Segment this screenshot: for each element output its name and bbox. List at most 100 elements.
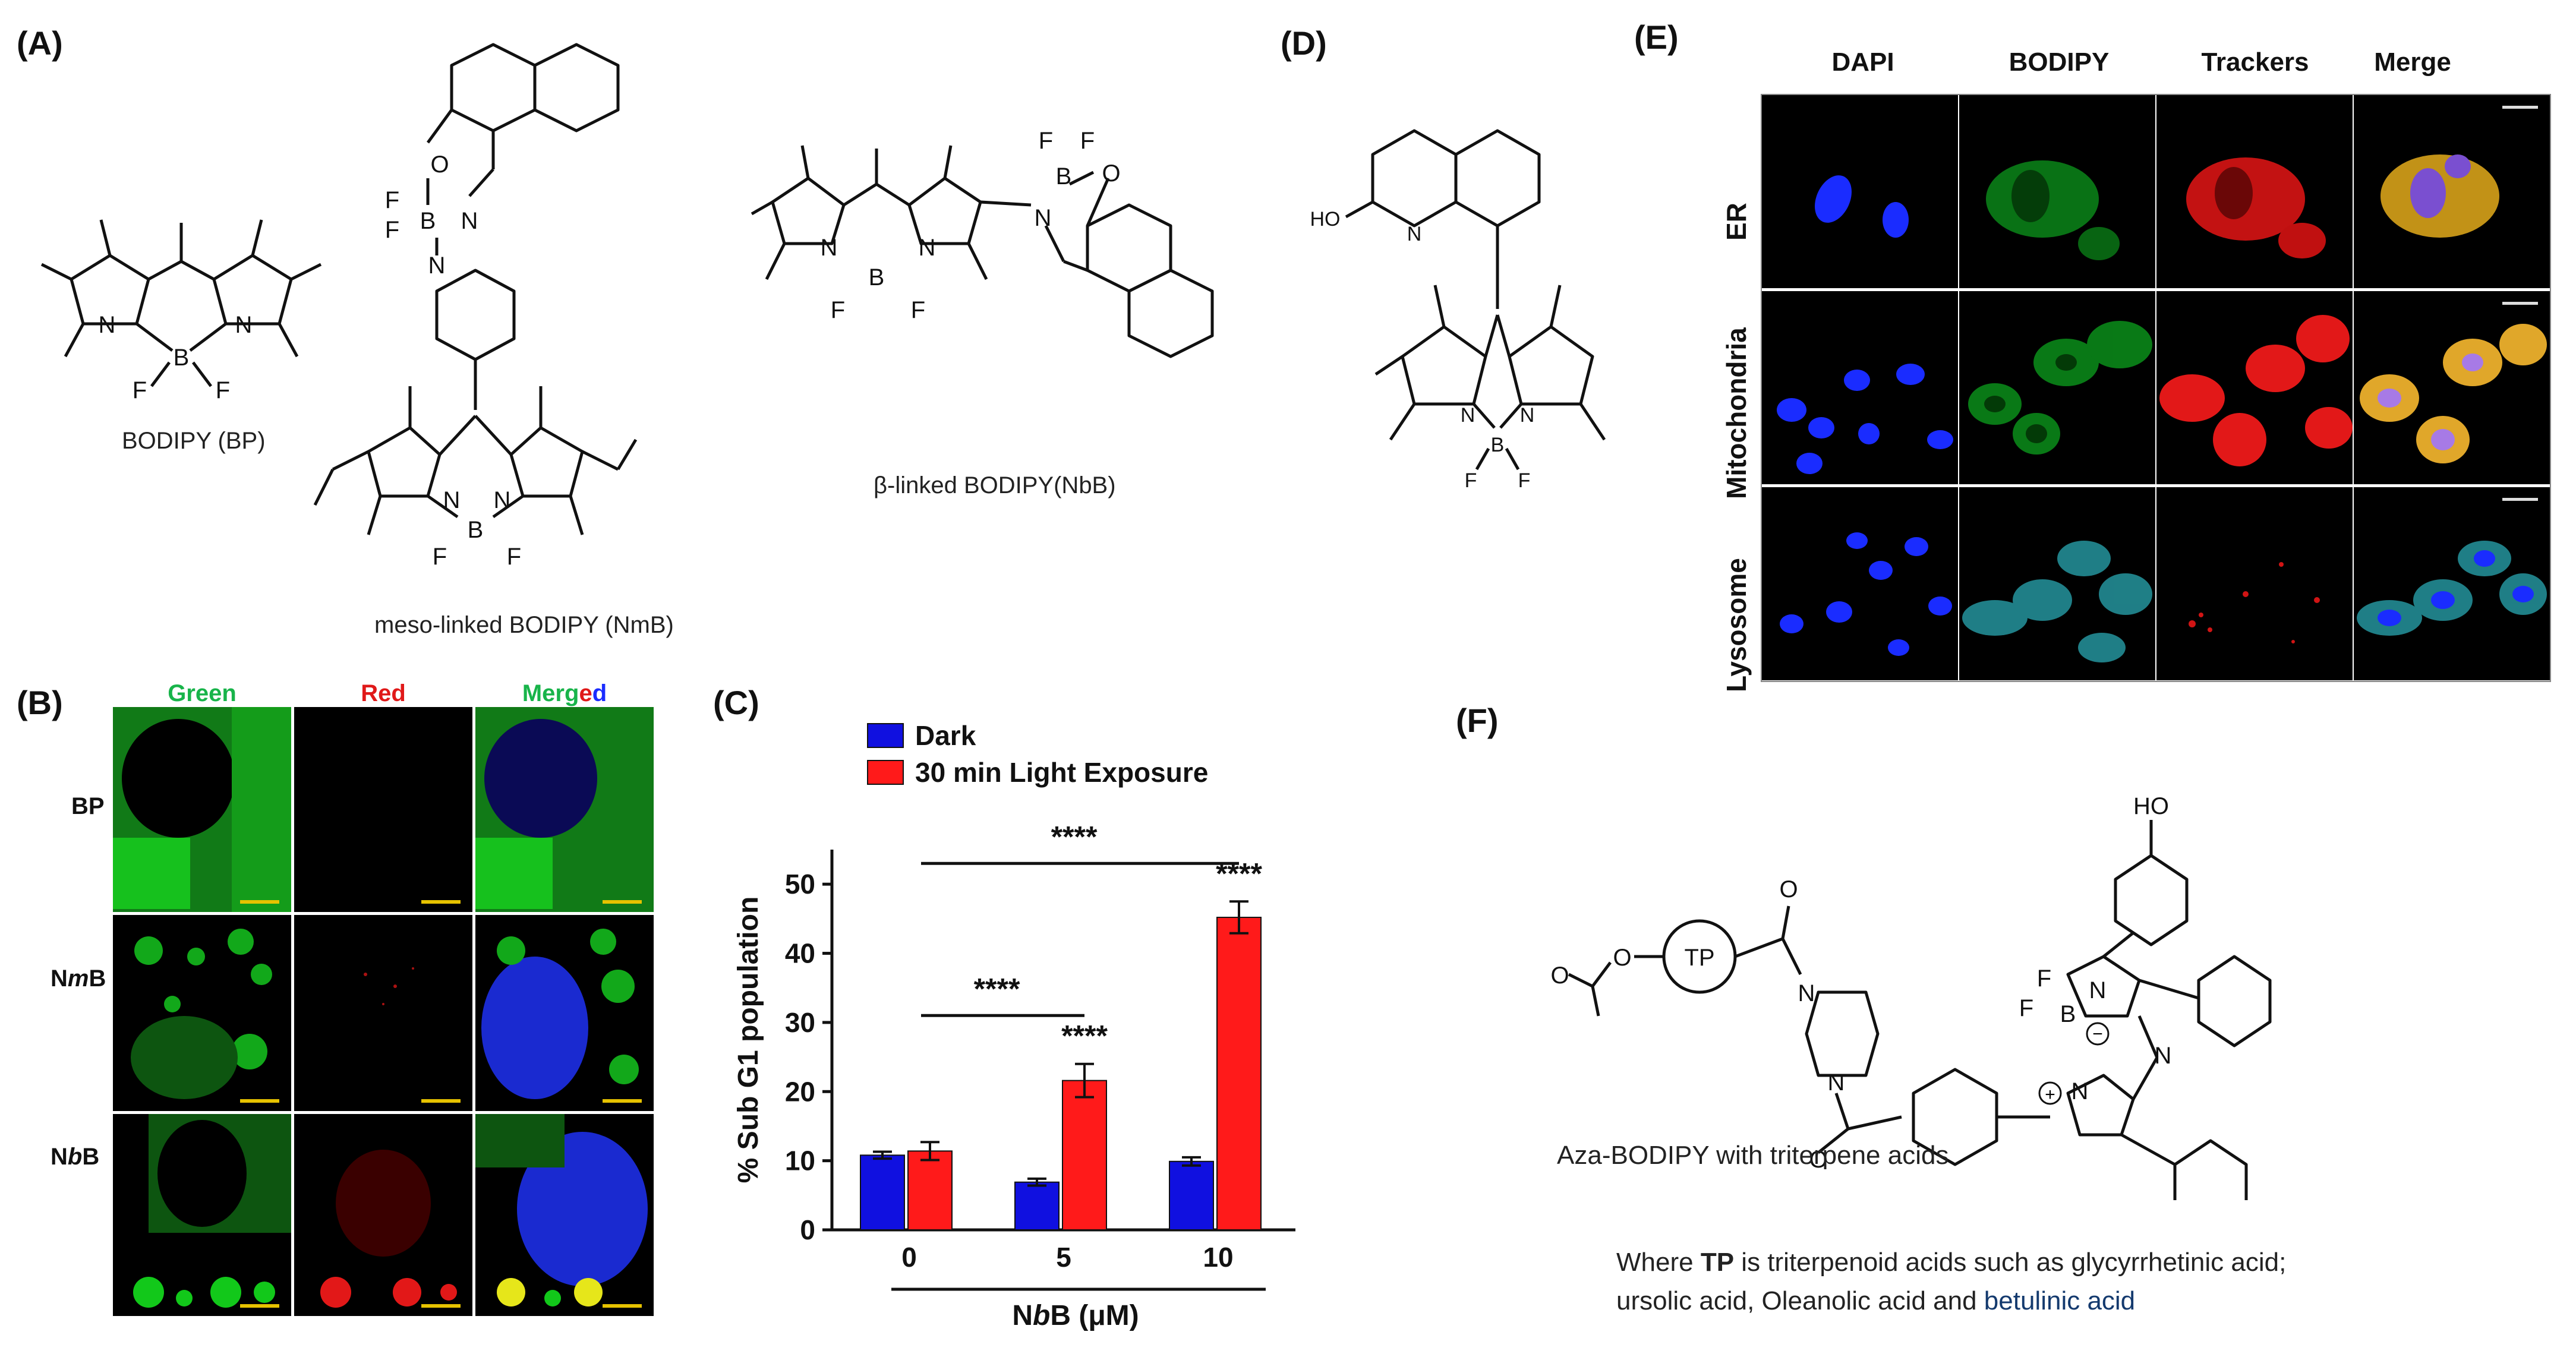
- x-tick-label-2: 10: [1203, 1242, 1233, 1273]
- d-n-l: N: [1461, 404, 1475, 427]
- legend-label-1: 30 min Light Exposure: [915, 757, 1208, 788]
- nbb-o: O: [1102, 160, 1120, 187]
- b-col-green: Green: [168, 680, 237, 706]
- nmb-caption: meso-linked BODIPY (NmB): [374, 612, 674, 638]
- f-where-betulinic: betulinic acid: [1984, 1286, 2136, 1315]
- nbb-b-top: B: [1056, 163, 1072, 190]
- sig-5uM: ****: [1061, 1020, 1108, 1053]
- bp-f1: F: [133, 377, 147, 403]
- y-tick-label-1: 10: [785, 1145, 815, 1176]
- nmb-n-link: N: [428, 253, 446, 279]
- b-row-bp-text: BP: [71, 793, 105, 819]
- b-row-nbb-b-italic: b: [67, 1144, 83, 1170]
- nmb-n-r: N: [494, 487, 511, 513]
- bp-n-right: N: [235, 312, 253, 338]
- nbb-n-link: N: [1035, 205, 1052, 231]
- f-where-line2: ursolic acid, Oleanolic acid and betulin…: [1616, 1286, 2135, 1316]
- e-lyso-scale-bar: [2502, 498, 2538, 501]
- d-f2: F: [1518, 469, 1531, 492]
- nbb-f-b: F: [1080, 128, 1095, 154]
- e-er-bodipy: [1959, 95, 2155, 288]
- nbb-caption: β-linked BODIPY(NbB): [874, 472, 1116, 498]
- nbb-b: B: [869, 264, 885, 291]
- e-mito-dapi: [1762, 291, 1958, 484]
- d-n-r: N: [1520, 404, 1535, 427]
- b-col-red: Red: [361, 680, 406, 706]
- b-nmb-green-scale: [240, 1099, 279, 1103]
- b-row-nmb-b: B: [89, 965, 106, 992]
- f-n2: N: [1828, 1069, 1845, 1096]
- nmb-f1: F: [433, 544, 447, 570]
- b-row-nmb-n: N: [51, 965, 68, 992]
- b-col-merged-blue-part: d: [592, 680, 607, 706]
- b-col-merged: Merged: [475, 680, 654, 707]
- e-row-mito: Mitochondria: [1721, 327, 1752, 499]
- d-f1: F: [1465, 469, 1477, 492]
- bp-f2: F: [216, 377, 230, 403]
- b-nbb-green-scale: [240, 1304, 279, 1308]
- b-nmb-merged-scale: [603, 1099, 642, 1103]
- e-col-bodipy: BODIPY: [2009, 48, 2110, 77]
- y-tick-label-3: 30: [785, 1007, 815, 1038]
- panel-f-structure: TP O O O N N O B F F N N N HO + −: [1550, 793, 2272, 1200]
- b-row-bp: BP: [71, 793, 105, 820]
- b-bp-merged: [475, 707, 654, 912]
- f-where-tp: TP: [1700, 1248, 1735, 1277]
- d-n-quin: N: [1407, 223, 1422, 245]
- b-row-nbb-n: N: [51, 1144, 68, 1170]
- f-where-pre: Where: [1616, 1248, 1701, 1277]
- e-row-lyso: Lysosome: [1721, 558, 1752, 692]
- f-ho: HO: [2133, 793, 2169, 819]
- f-caption: Aza-BODIPY with triterpene acids: [1557, 1141, 1949, 1170]
- panel-e-label: (E): [1634, 18, 1679, 56]
- e-lyso-bodipy: [1959, 487, 2155, 680]
- b-nbb-red: [294, 1114, 472, 1316]
- nbb-n-l: N: [821, 235, 838, 261]
- bar-30-min-light-exposure-10: [1216, 917, 1262, 1230]
- e-lyso-trackers: [2156, 487, 2353, 680]
- b-nbb-merged: [475, 1114, 654, 1316]
- b-nmb-red: [294, 915, 472, 1111]
- legend-swatch-1: [867, 760, 904, 785]
- f-b: B: [2060, 1001, 2076, 1027]
- bar-30-min-light-exposure-5: [1062, 1080, 1107, 1230]
- f-o2: O: [1550, 962, 1569, 989]
- e-lyso-merge: [2354, 487, 2550, 680]
- b-col-merged-green-part: Merg: [522, 680, 579, 706]
- bar-dark-10: [1169, 1160, 1214, 1230]
- y-tick-label-4: 40: [785, 938, 815, 969]
- f-n3: N: [2089, 977, 2107, 1003]
- e-lyso-dapi: [1762, 487, 1958, 680]
- f-f2: F: [2019, 995, 2033, 1021]
- e-mito-scale-bar: [2502, 302, 2538, 305]
- b-bp-merged-scale: [603, 900, 642, 904]
- f-n1: N: [1798, 980, 1815, 1006]
- nbb-f2: F: [911, 297, 925, 323]
- f-n5: N: [2155, 1043, 2172, 1069]
- b-nbb-green: [113, 1114, 291, 1316]
- panel-c-label: (C): [713, 684, 759, 721]
- b-bp-red: [294, 707, 472, 912]
- panel-d-label: (D): [1281, 24, 1327, 62]
- y-tick-label-5: 50: [785, 869, 815, 900]
- nmb-f-b: F: [385, 217, 399, 243]
- panel-b-label: (B): [17, 684, 63, 721]
- b-bp-green-scale: [240, 900, 279, 904]
- e-col-merge: Merge: [2374, 48, 2451, 77]
- f-o1: O: [1613, 945, 1631, 971]
- nmb-f-a: F: [385, 187, 399, 213]
- bp-caption: BODIPY (BP): [122, 428, 266, 454]
- nmb-b-top: B: [420, 208, 436, 234]
- b-row-nmb-m: m: [67, 965, 89, 992]
- nbb-f1: F: [831, 297, 845, 323]
- x-tick-label-1: 5: [1056, 1242, 1071, 1273]
- nmb-n-top: N: [461, 208, 478, 234]
- f-where-line1: Where TP is triterpenoid acids such as g…: [1616, 1248, 2286, 1277]
- e-er-merge: [2354, 95, 2550, 288]
- panel-d-structure: HO N N N B F F: [1310, 129, 1606, 492]
- e-col-dapi: DAPI: [1831, 48, 1894, 77]
- f-o3: O: [1779, 876, 1798, 902]
- e-mito-merge: [2354, 291, 2550, 484]
- f-where-acids: ursolic acid, Oleanolic acid and: [1616, 1286, 1984, 1315]
